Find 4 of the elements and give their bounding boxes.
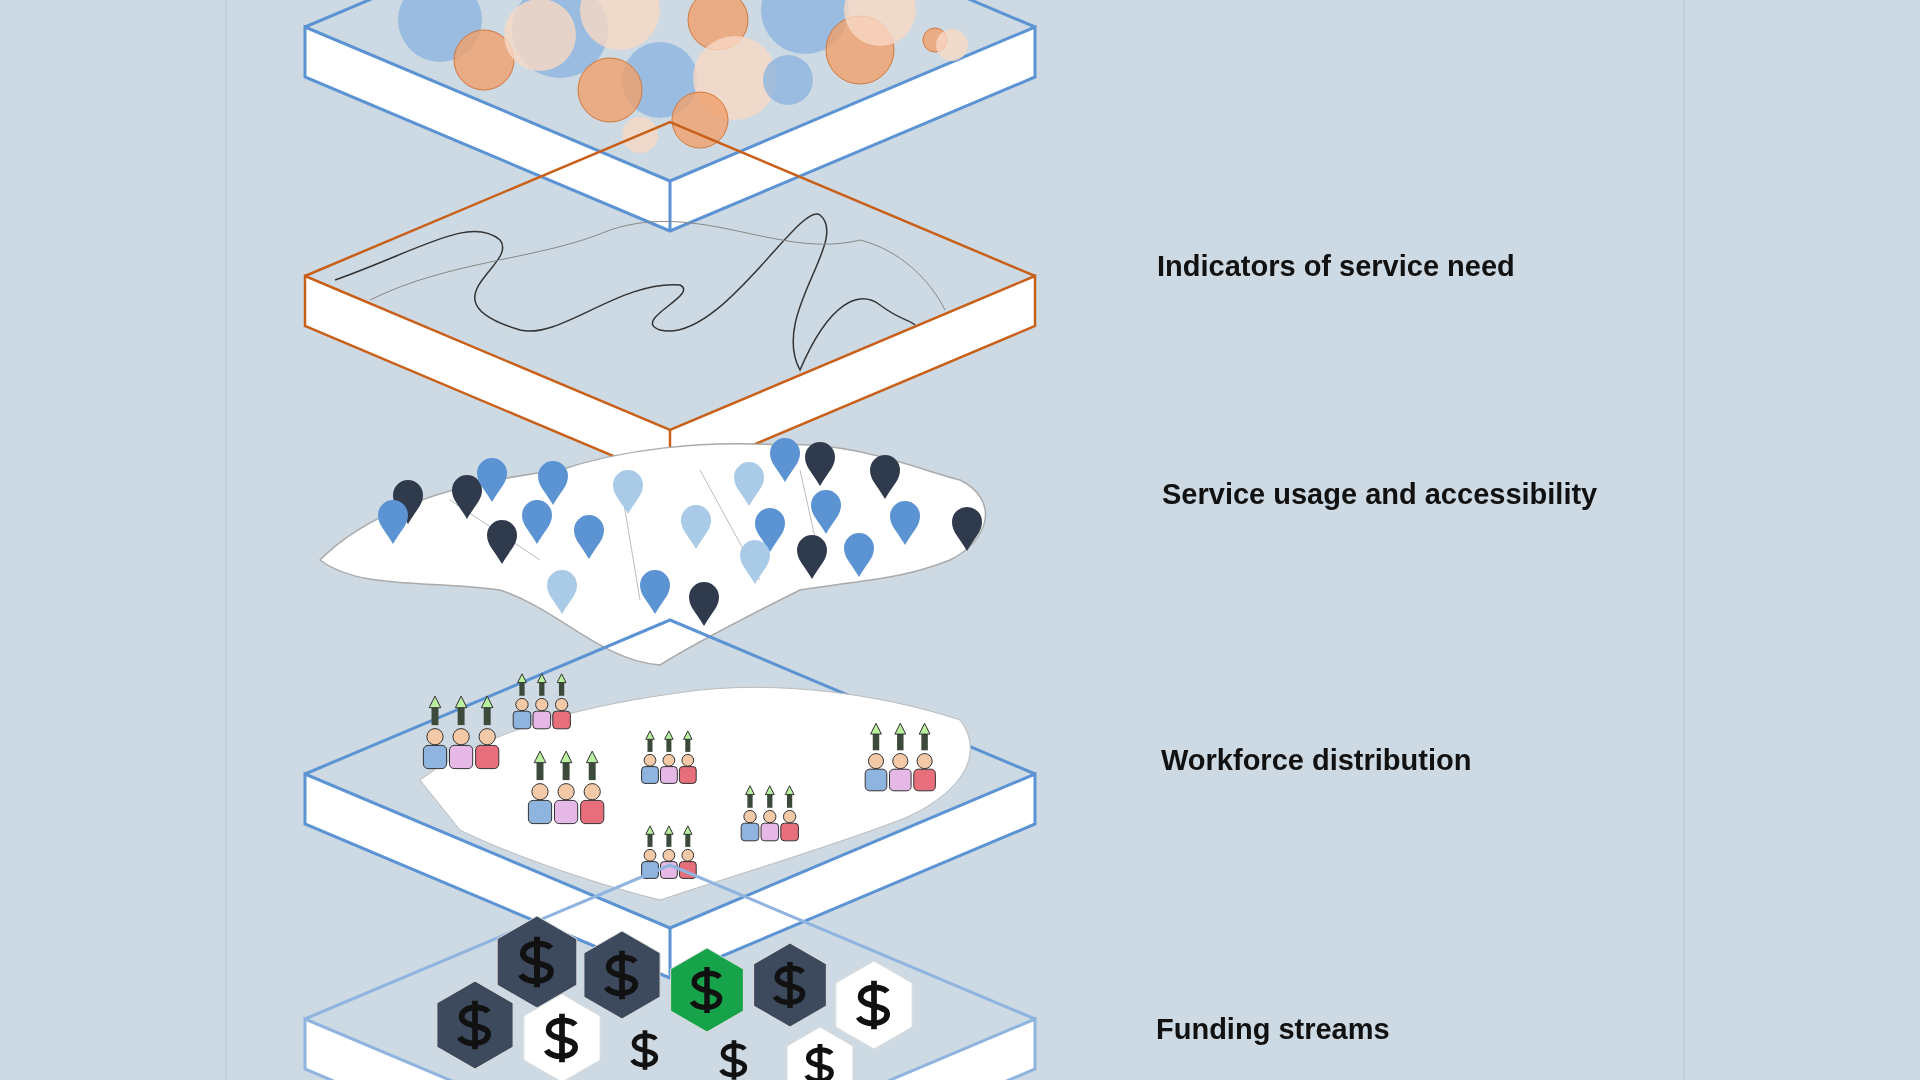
layer-label: Funding streams — [1156, 1013, 1390, 1046]
layer-label: Indicators of service need — [1157, 250, 1515, 283]
layer-label: Workforce distribution — [1161, 744, 1472, 777]
layer-label: Service usage and accessibility — [1162, 478, 1598, 511]
